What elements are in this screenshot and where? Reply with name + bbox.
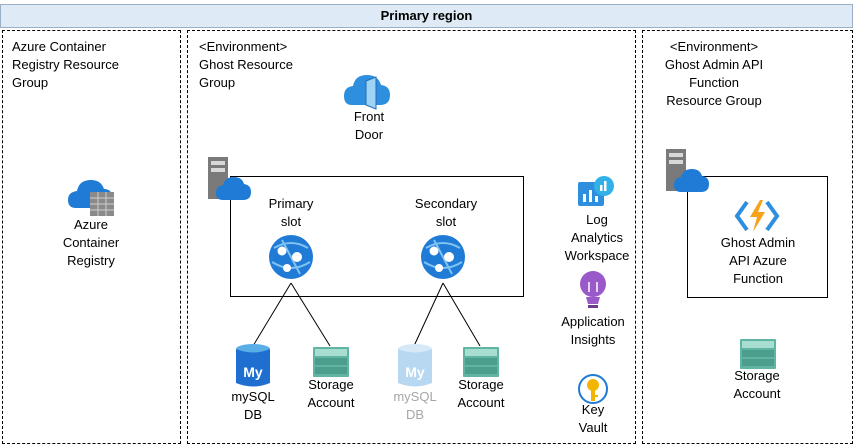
storage-secondary-icon — [463, 347, 499, 377]
function-group-title: <Environment> Ghost Admin API Function R… — [664, 39, 764, 108]
primary-slot-web-app-icon — [269, 235, 313, 279]
ghost-resource-group — [187, 30, 636, 444]
function-plan-icon — [666, 149, 709, 192]
connector-primary-storage — [290, 282, 331, 347]
azure-function-icon — [734, 200, 780, 232]
front-door-icon — [344, 75, 390, 110]
primary-slot-label: Primary slot — [268, 196, 314, 229]
secondary-slot-web-app-icon — [421, 235, 465, 279]
application-insights-label: Application Insights — [561, 314, 625, 347]
mysql-secondary-label: mySQL DB — [393, 389, 437, 422]
front-door-label: Front Door — [353, 109, 385, 142]
acr-group-title: Azure Container Registry Resource Group — [12, 39, 119, 90]
key-vault-icon — [578, 374, 608, 404]
ghost-group-title: <Environment> Ghost Resource Group — [199, 39, 293, 90]
connector-secondary-storage — [442, 282, 481, 347]
storage-primary-icon — [313, 347, 349, 377]
storage-function-label: Storage Account — [733, 368, 781, 401]
mysql-primary-label: mySQL DB — [231, 389, 275, 422]
connector-primary-mysql — [252, 282, 292, 347]
svg-text:My: My — [243, 364, 263, 380]
application-insights-icon — [580, 271, 606, 308]
acr-label: Azure Container Registry — [62, 217, 120, 268]
app-service-plan-icon — [208, 157, 251, 200]
acr-resource-group — [2, 30, 181, 444]
ghost-function-label: Ghost Admin API Azure Function — [720, 235, 796, 286]
log-analytics-label: Log Analytics Workspace — [564, 212, 630, 263]
storage-secondary-label: Storage Account — [457, 377, 505, 410]
svg-text:My: My — [405, 364, 425, 380]
secondary-slot-label: Secondary slot — [414, 196, 478, 229]
container-registry-icon — [68, 180, 114, 216]
storage-function-icon — [740, 339, 776, 369]
key-vault-label: Key Vault — [578, 402, 608, 435]
app-service-plan-box — [230, 176, 524, 297]
function-resource-group — [642, 30, 853, 444]
function-plan-box — [687, 176, 828, 298]
mysql-primary-icon: My — [236, 344, 270, 387]
storage-primary-label: Storage Account — [307, 377, 355, 410]
mysql-secondary-icon: My — [398, 344, 432, 387]
region-banner: Primary region — [0, 4, 853, 28]
log-analytics-icon — [578, 176, 614, 206]
connector-secondary-mysql — [413, 282, 444, 347]
